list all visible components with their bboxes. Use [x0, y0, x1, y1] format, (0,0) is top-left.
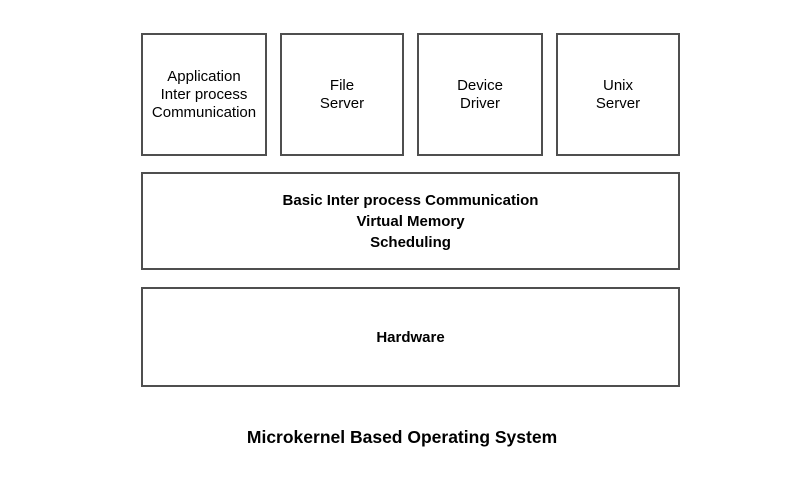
microkernel-label-line: Virtual Memory	[356, 212, 465, 230]
device-driver-label-line: Device	[457, 76, 503, 94]
application-ipc-label-line: Inter process	[160, 85, 248, 103]
file-server-box: File Server	[280, 33, 404, 156]
hardware-box: Hardware	[141, 287, 680, 387]
microkernel-box: Basic Inter process Communication Virtua…	[141, 172, 680, 270]
application-ipc-label-line: Communication	[151, 103, 257, 121]
unix-server-label-line: Server	[595, 94, 641, 112]
device-driver-label-line: Driver	[460, 94, 500, 112]
file-server-label-line: Server	[319, 94, 365, 112]
device-driver-box: Device Driver	[417, 33, 543, 156]
unix-server-label-line: Unix	[602, 76, 633, 94]
application-ipc-box: Application Inter process Communication	[141, 33, 267, 156]
diagram-caption: Microkernel Based Operating System	[246, 427, 558, 447]
unix-server-box: Unix Server	[556, 33, 680, 156]
hardware-label: Hardware	[376, 328, 445, 346]
microkernel-label-line: Basic Inter process Communication	[282, 191, 539, 209]
application-ipc-label-line: Application	[167, 67, 241, 85]
microkernel-label-line: Scheduling	[370, 233, 451, 251]
file-server-label-line: File	[329, 76, 355, 94]
